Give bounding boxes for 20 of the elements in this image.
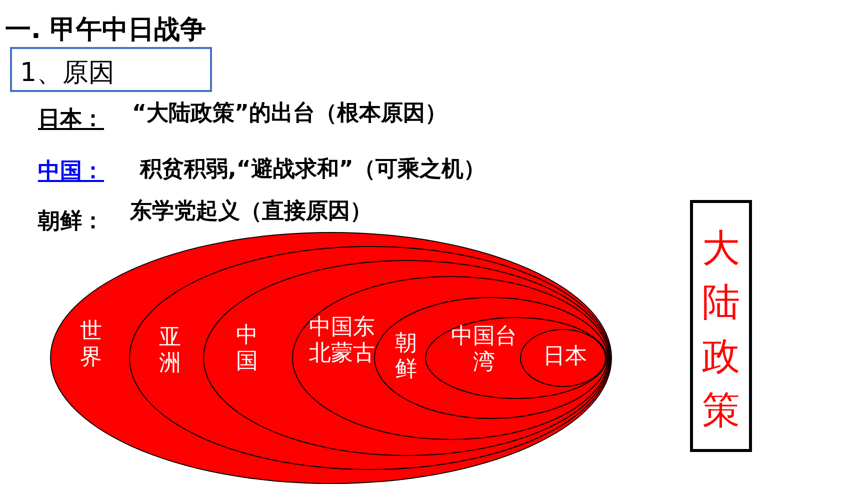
box-label: 大陆政策 (701, 225, 741, 434)
region-label: 亚洲 (158, 325, 182, 377)
row-heading: 朝鲜： (38, 208, 105, 236)
region-label: 朝鲜 (394, 331, 418, 383)
cause-text: “大陆政策”的出台（根本原因） (132, 100, 448, 128)
box-label: 1、原因 (20, 57, 116, 90)
region-label: 中国东北蒙古 (308, 315, 376, 367)
framed-box (690, 200, 752, 452)
region-label: 中国 (235, 323, 259, 375)
row-heading: 日本： (38, 106, 105, 134)
region-label: 中国台湾 (450, 324, 518, 376)
cause-text: 东学党起义（直接原因） (130, 198, 373, 226)
row-heading: 中国： (38, 158, 105, 186)
region-label: 日本 (542, 344, 588, 370)
heading-box (10, 47, 212, 92)
slide-title: 一. 甲午中日战争 (5, 14, 206, 47)
region-label: 世界 (79, 319, 103, 371)
cause-text: 积贫积弱,“避战求和”（可乘之机） (140, 156, 486, 184)
nested-ellipse (425, 317, 607, 399)
nested-ellipse (520, 329, 606, 387)
